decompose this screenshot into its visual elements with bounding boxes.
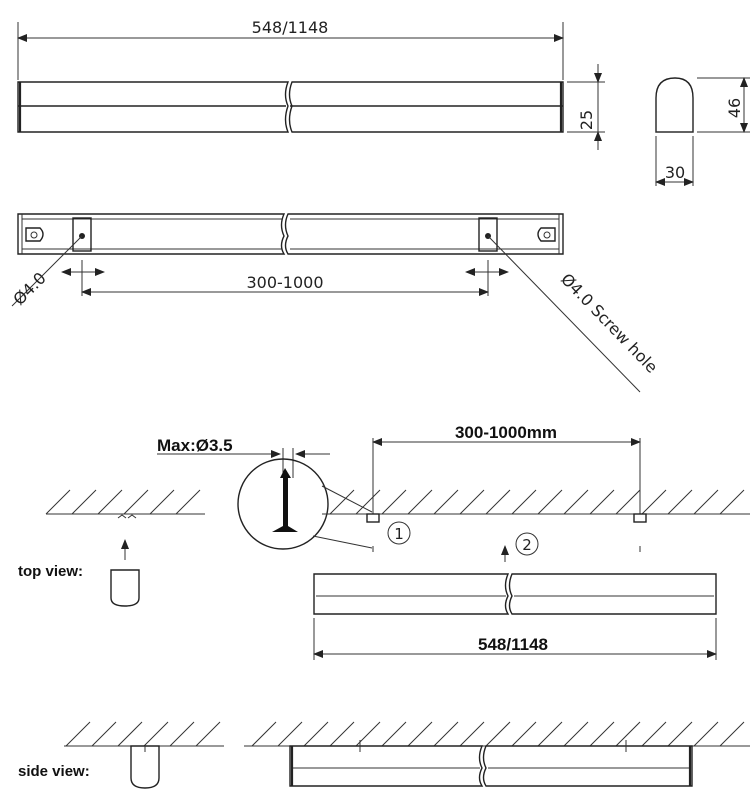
length-dimension: 548/1148 [252, 18, 329, 37]
screw-detail-circle [237, 458, 329, 550]
install-length-dimension: 548/1148 [478, 635, 548, 654]
profile-back-view: 300-1000 Ø4.0 Ø4.0 Screw hole [9, 213, 661, 393]
profile-front-view: 548/1148 25 [17, 18, 605, 150]
end-width-dimension: 30 [665, 163, 685, 182]
height-dimension: 25 [577, 110, 596, 130]
max-screw-label: Max:Ø3.5 [157, 436, 233, 455]
profile-end-view: 46 30 [655, 77, 750, 186]
ceiling-clip-right [633, 513, 647, 523]
step-1-number: 1 [394, 525, 404, 543]
step-2-circle [515, 532, 539, 556]
top-view-label: top view: [18, 563, 83, 580]
end-height-dimension: 46 [725, 98, 744, 118]
ceiling-clip-left [366, 513, 380, 523]
right-mounting-clip [478, 217, 498, 252]
left-mounting-clip [72, 217, 92, 252]
step-1-circle [387, 521, 411, 545]
side-view-label: side view: [18, 763, 90, 780]
installation-diagram: Max:Ø3.5 top view: [18, 423, 750, 789]
step-2-number: 2 [522, 536, 532, 554]
install-spacing-dimension: 300-1000mm [455, 423, 557, 442]
clip-spacing-dimension: 300-1000 [246, 273, 323, 292]
